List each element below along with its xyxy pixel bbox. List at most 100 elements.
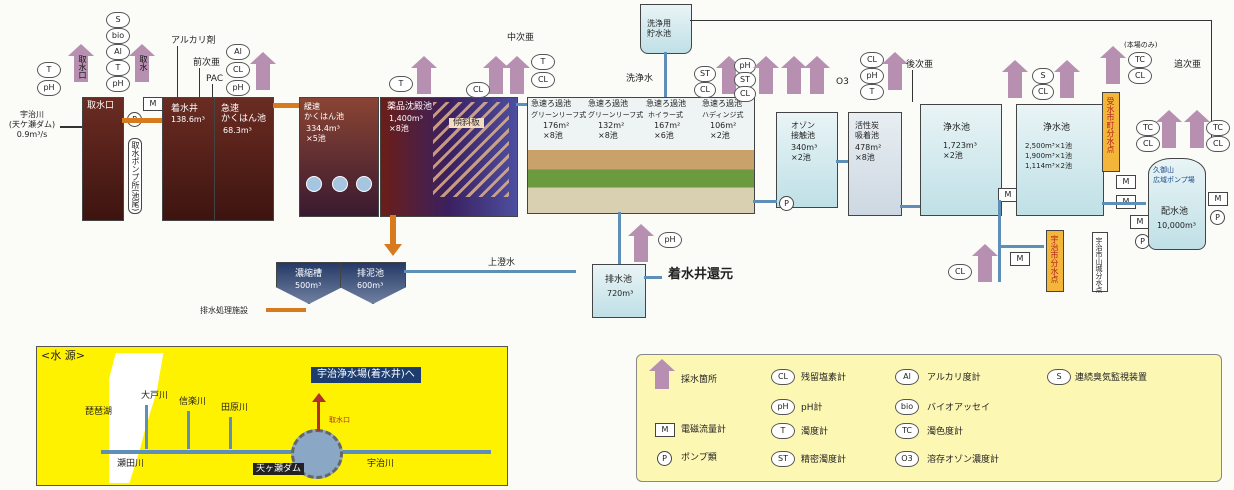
sampling-arrow-icon xyxy=(1156,110,1182,148)
flow-meter-icon: M xyxy=(998,188,1018,202)
water-pipe xyxy=(516,103,528,106)
legend-symbol: P xyxy=(657,451,672,466)
pipe-arrow xyxy=(273,103,299,108)
sensor-badge: T xyxy=(860,84,884,100)
ozone-contact-tank: オゾン 接触池 340m³ ×2池 xyxy=(776,112,838,208)
sensor-badge: CL xyxy=(948,264,972,280)
sampling-arrow-icon xyxy=(972,244,998,282)
sampling-arrow-icon: 取水口 xyxy=(68,44,94,82)
legend-symbol: Al xyxy=(895,369,919,385)
sensor-badge: CL xyxy=(860,52,884,68)
drainage-tank: 排水池 720m³ xyxy=(592,264,646,318)
chemical-mid-cl: 中次亜 xyxy=(507,33,535,43)
sampling-arrow-icon: 取水 xyxy=(129,44,155,82)
clear-well-2: 浄水池 2,500m³×1池 1,900m³×1池 1,114m³×2池 xyxy=(1016,104,1104,216)
wash-water-label: 洗浄水 xyxy=(626,74,654,84)
chemical-alkali: アルカリ剤 xyxy=(171,36,216,46)
legend-row-1: 採水箇所 CL 残留塩素計 Al アルカリ度計 S 連続臭気監視装置 pH pH… xyxy=(637,355,1221,481)
sampling-arrow-icon xyxy=(649,359,675,389)
legend-symbol: M xyxy=(655,423,675,437)
distribution-reservoir: 久御山 広域ポンプ場 配水池 10,000m³ xyxy=(1148,158,1206,250)
process-flow-diagram: 宇治川 (天ケ瀬ダム) 0.9m³/s 取水口 P M 取水ポンプ所(池尾) 取… xyxy=(8,4,1230,318)
pump-station-label: 取水ポンプ所(池尾) xyxy=(128,138,142,215)
clear-well-1: 浄水池 1,723m³ ×2池 xyxy=(920,104,1002,216)
river-label-1: 大戸川 xyxy=(141,391,169,401)
legend-text: アルカリ度計 xyxy=(927,373,981,383)
sludge-facility-label: 排水処理施設 xyxy=(200,306,248,315)
thickener-tank: 濃縮槽 500m³ xyxy=(276,262,342,304)
pump-icon: P xyxy=(779,196,794,211)
legend-text: ポンプ類 xyxy=(681,453,717,463)
dam-label: 天ヶ瀬ダム xyxy=(253,463,305,475)
supernatant-pipe xyxy=(404,270,576,273)
legend-symbol: CL xyxy=(771,369,795,385)
sensor-badge: TC xyxy=(1206,120,1230,136)
sensor-badge: pH xyxy=(37,80,61,96)
sensor-badge: CL xyxy=(734,86,756,102)
lake-label: 琵琶湖 xyxy=(85,407,113,417)
sensor-badge: S xyxy=(106,12,130,28)
sensor-badge: CL xyxy=(1136,136,1160,152)
sensor-badge: TC xyxy=(1136,120,1160,136)
note-label: (本場のみ) xyxy=(1124,41,1158,49)
legend-text: pH計 xyxy=(801,403,823,413)
sampling-arrow-icon xyxy=(411,56,437,94)
branch-kumiyama: 受水市町分水点 xyxy=(1102,92,1120,172)
pump-icon: P xyxy=(1210,210,1225,225)
sensor-badge: CL xyxy=(1206,136,1230,152)
sampling-arrow-icon xyxy=(804,56,830,94)
uji-river-label: 宇治川 xyxy=(367,459,395,469)
sensor-badge: CL xyxy=(694,82,716,98)
sampling-arrow-icon xyxy=(483,56,509,94)
supernatant-label: 上澄水 xyxy=(488,258,516,268)
sensor-badge: Al xyxy=(226,44,250,60)
sensor-badge: T xyxy=(106,60,130,76)
legend-text: 電磁流量計 xyxy=(681,425,727,435)
chemical-final-cl: 追次亜 xyxy=(1174,60,1202,70)
legend-text: 採水箇所 xyxy=(681,375,718,385)
legend-panel: 採水箇所 CL 残留塩素計 Al アルカリ度計 S 連続臭気監視装置 pH pH… xyxy=(636,354,1222,482)
sensor-badge: CL xyxy=(531,72,555,88)
filter-bank xyxy=(527,97,755,214)
sensor-badge: pH xyxy=(658,232,682,248)
branch-uji: 宇治市分水点 xyxy=(1046,230,1064,292)
legend-text: 濁度計 xyxy=(801,427,829,437)
sensor-badge: bio xyxy=(106,28,130,44)
legend-text: 残留塩素計 xyxy=(801,373,847,383)
flow-meter-icon: M xyxy=(1130,215,1150,229)
legend-symbol: bio xyxy=(895,399,919,415)
water-source-label: 宇治川 (天ケ瀬ダム) 0.9m³/s xyxy=(8,110,56,139)
sensor-badge: CL xyxy=(1128,68,1152,84)
river-label-2: 信楽川 xyxy=(179,397,207,407)
flocculation-tank: 緩速 かくはん池 334.4m³ ×5池 xyxy=(299,97,379,217)
sampling-arrow-icon xyxy=(1002,60,1028,98)
receiving-well: 着水井 138.6m³ xyxy=(162,97,216,221)
sludge-tank: 排泥池 600m³ xyxy=(340,262,406,304)
sampling-arrow-icon xyxy=(753,56,779,94)
chemical-pre-cl: 前次亜 xyxy=(193,58,221,68)
sensor-badge: S xyxy=(1032,68,1054,84)
river-label-3: 田原川 xyxy=(221,403,249,413)
legend-text: バイオアッセイ xyxy=(927,403,991,413)
branch-yamashiro: 宇治市山城分水点 xyxy=(1092,232,1108,293)
sampling-arrow-icon xyxy=(1100,46,1126,84)
sensor-badge: CL xyxy=(466,82,490,98)
chemical-post-cl: 後次亜 xyxy=(906,60,934,70)
flow-meter-icon: M xyxy=(1116,175,1136,189)
sensor-badge: CL xyxy=(226,62,250,78)
sensor-badge: Al xyxy=(106,44,130,60)
flow-meter-icon: M xyxy=(1208,192,1228,206)
sampling-arrow-icon xyxy=(504,56,530,94)
legend-text: 連続臭気監視装置 xyxy=(1075,373,1148,383)
flow-meter-icon: M xyxy=(143,97,163,111)
return-label: 着水井還元 xyxy=(668,267,734,282)
destination-label: 宇治浄水場(着水井)へ xyxy=(311,367,421,383)
sampling-arrow-icon xyxy=(882,52,908,90)
legend-symbol: pH xyxy=(771,399,795,415)
intake-label: 取水口 xyxy=(87,101,115,111)
legend-symbol: S xyxy=(1047,369,1071,385)
sampling-arrow-icon xyxy=(1054,60,1080,98)
sensor-badge: ST xyxy=(694,66,716,82)
ozone-sensor-label: O3 xyxy=(836,77,849,87)
rapid-mixing-tank: 急速 かくはん池 68.3m³ xyxy=(214,97,274,221)
